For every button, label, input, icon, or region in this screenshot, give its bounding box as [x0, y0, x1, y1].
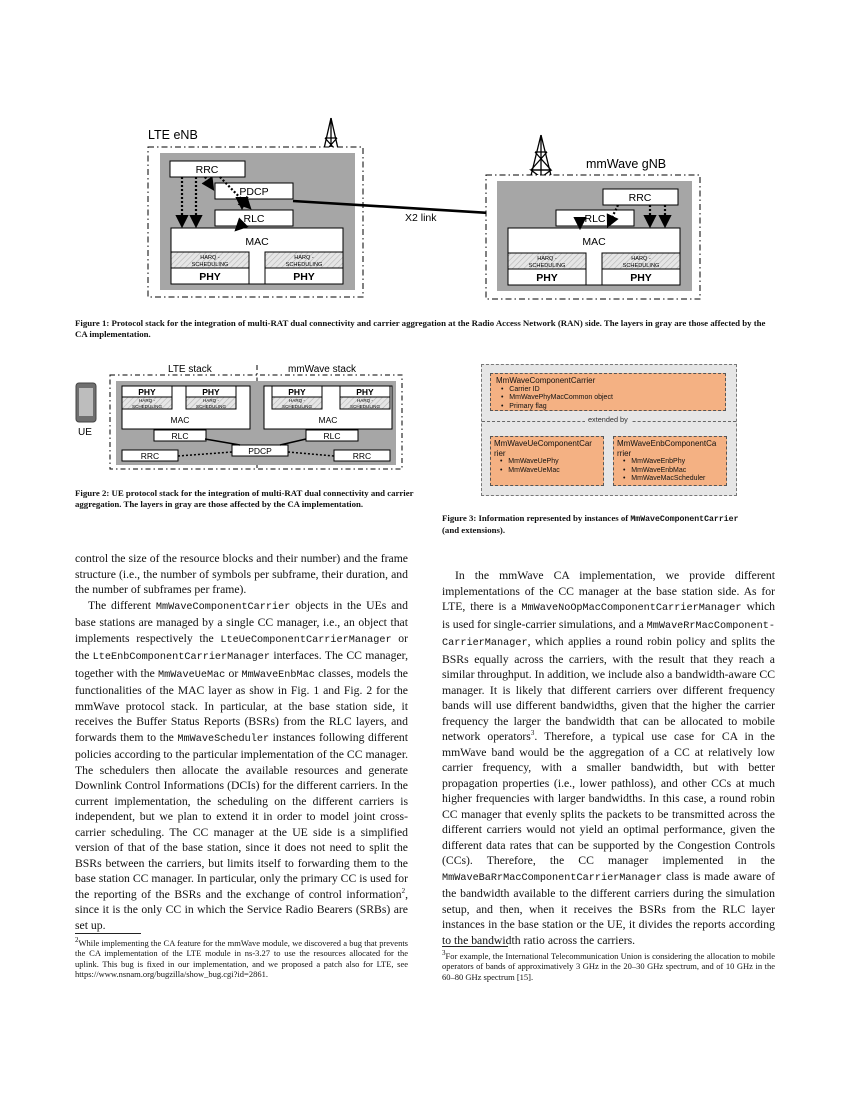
extended-by-label: extended by — [585, 415, 631, 424]
left-footnote-rule — [75, 933, 141, 934]
enb-class-title-1: MmWaveEnbComponentCa — [617, 439, 717, 448]
left-paragraph-2: The different MmWaveComponentCarrier obj… — [75, 598, 409, 932]
x2-link-label: X2 link — [405, 212, 437, 224]
ue-lte-phy-2: PHY — [202, 387, 220, 397]
ue-class-title-2: rier — [494, 448, 506, 458]
right-paragraph-1: In the mmWave CA implementation, we prov… — [442, 569, 776, 947]
ue-lte-rlc: RLC — [171, 431, 188, 441]
ue-lte-rrc: RRC — [141, 451, 159, 461]
lte-phy-1: PHY — [199, 271, 221, 283]
figure-3-caption-prefix: Figure 3: Information represented by ins… — [442, 513, 631, 523]
ue-lte-phy-1: PHY — [138, 387, 156, 397]
phone-icon — [75, 382, 97, 423]
figure-3-caption-suffix: (and extensions). — [442, 525, 506, 536]
mmwave-harq-2b: SCHEDULING — [623, 263, 660, 269]
figure-2: UE LTE stack mmWave stack PHY HARQ - SCH… — [75, 364, 403, 470]
mmwave-phy-1: PHY — [536, 272, 558, 284]
ue-class-box: MmWaveUeComponentCar rier • MmWaveUePhy … — [490, 436, 604, 486]
base-item: • Carrier ID — [501, 385, 540, 393]
lte-harq-1a: HARQ - — [200, 255, 220, 261]
mmwave-harq-1a: HARQ - — [537, 256, 557, 262]
lte-arrows — [175, 176, 252, 232]
figure-2-caption: Figure 2: UE protocol stack for the inte… — [75, 488, 414, 510]
base-class-title: MmWaveComponentCarrier — [496, 376, 596, 385]
left-column: control the size of the resource blocks … — [75, 551, 408, 933]
ue-lte-harq-2a: HARQ - — [203, 398, 220, 403]
base-item: • MmWavePhyMacCommon object — [501, 394, 613, 401]
enb-item: MmWaveEnbPhy — [631, 458, 686, 465]
ue-item: MmWaveUePhy — [508, 458, 559, 465]
base-class-box: MmWaveComponentCarrier • Carrier ID • Mm… — [490, 373, 726, 411]
mmwave-gnb-label: mmWave gNB — [586, 157, 666, 171]
base-item: • Primary flag — [501, 402, 547, 410]
ue-lte-harq-1a: HARQ - — [139, 398, 156, 403]
ue-mmw-harq-2a: HARQ - — [357, 398, 374, 403]
lte-pdcp: PDCP — [239, 186, 268, 198]
mmwave-rrc: RRC — [629, 192, 652, 204]
lte-harq-1b: SCHEDULING — [192, 262, 229, 268]
enb-item: MmWaveMacScheduler — [631, 475, 706, 482]
figure-3-caption-code: MmWaveComponentCarrier — [630, 515, 739, 524]
lte-enb-label: LTE eNB — [148, 128, 198, 142]
enb-item: MmWaveEnbMac — [631, 466, 687, 474]
enb-class-box: MmWaveEnbComponentCa rrier • MmWaveEnbPh… — [613, 436, 727, 486]
ue-mmw-harq-1a: HARQ - — [289, 398, 306, 403]
mmwave-arrows — [573, 204, 672, 231]
lte-harq-2b: SCHEDULING — [286, 262, 323, 268]
ue-links — [177, 438, 335, 457]
lte-rlc: RLC — [243, 213, 264, 225]
lte-harq-2a: HARQ - — [294, 255, 314, 261]
ue-mmw-phy-1: PHY — [288, 387, 306, 397]
ue-mmw-harq-1b: SCHEDULING — [282, 404, 313, 409]
ue-pdcp: PDCP — [248, 446, 272, 456]
mmwave-mac: MAC — [582, 236, 606, 248]
enb-class-title-2: rrier — [617, 448, 632, 458]
mmwave-harq-1b: SCHEDULING — [529, 263, 566, 269]
ue-lte-harq-2b: SCHEDULING — [196, 404, 227, 409]
ue-item: MmWaveUeMac — [508, 466, 560, 474]
mmwave-phy-2: PHY — [630, 272, 652, 284]
ue-mmw-rrc: RRC — [353, 451, 371, 461]
right-footnote: 3For example, the International Telecomm… — [442, 949, 775, 982]
ue-class-title-1: MmWaveUeComponentCar — [494, 439, 592, 448]
left-footnote: 2While implementing the CA feature for t… — [75, 936, 408, 980]
ue-mmw-harq-2b: SCHEDULING — [350, 404, 381, 409]
mmwave-harq-2a: HARQ - — [631, 256, 651, 262]
mmwave-stack-label: mmWave stack — [288, 364, 357, 375]
right-footnote-rule — [442, 946, 508, 947]
mmwave-rlc: RLC — [584, 213, 605, 225]
lte-stack-label: LTE stack — [168, 364, 213, 375]
ue-label: UE — [78, 427, 92, 438]
left-paragraph-1: control the size of the resource blocks … — [75, 552, 408, 596]
lte-phy-2: PHY — [293, 271, 315, 283]
ue-lte-mac: MAC — [171, 415, 190, 425]
ue-mmw-rlc: RLC — [323, 431, 340, 441]
ue-lte-harq-1b: SCHEDULING — [132, 404, 163, 409]
lte-rrc: RRC — [196, 164, 219, 176]
figure-3: MmWaveComponentCarrier • Carrier ID • Mm… — [481, 364, 737, 496]
figure-1-caption: Figure 1: Protocol stack for the integra… — [75, 318, 766, 340]
right-column: In the mmWave CA implementation, we prov… — [442, 568, 775, 948]
ue-mmw-phy-2: PHY — [356, 387, 374, 397]
ue-mmw-mac: MAC — [319, 415, 338, 425]
figure-1: LTE eNB RRC PDCP RLC MAC HARQ - SCHEDULI… — [147, 117, 701, 300]
lte-mac: MAC — [245, 236, 269, 248]
figure-3-caption: Figure 3: Information represented by ins… — [442, 513, 777, 536]
